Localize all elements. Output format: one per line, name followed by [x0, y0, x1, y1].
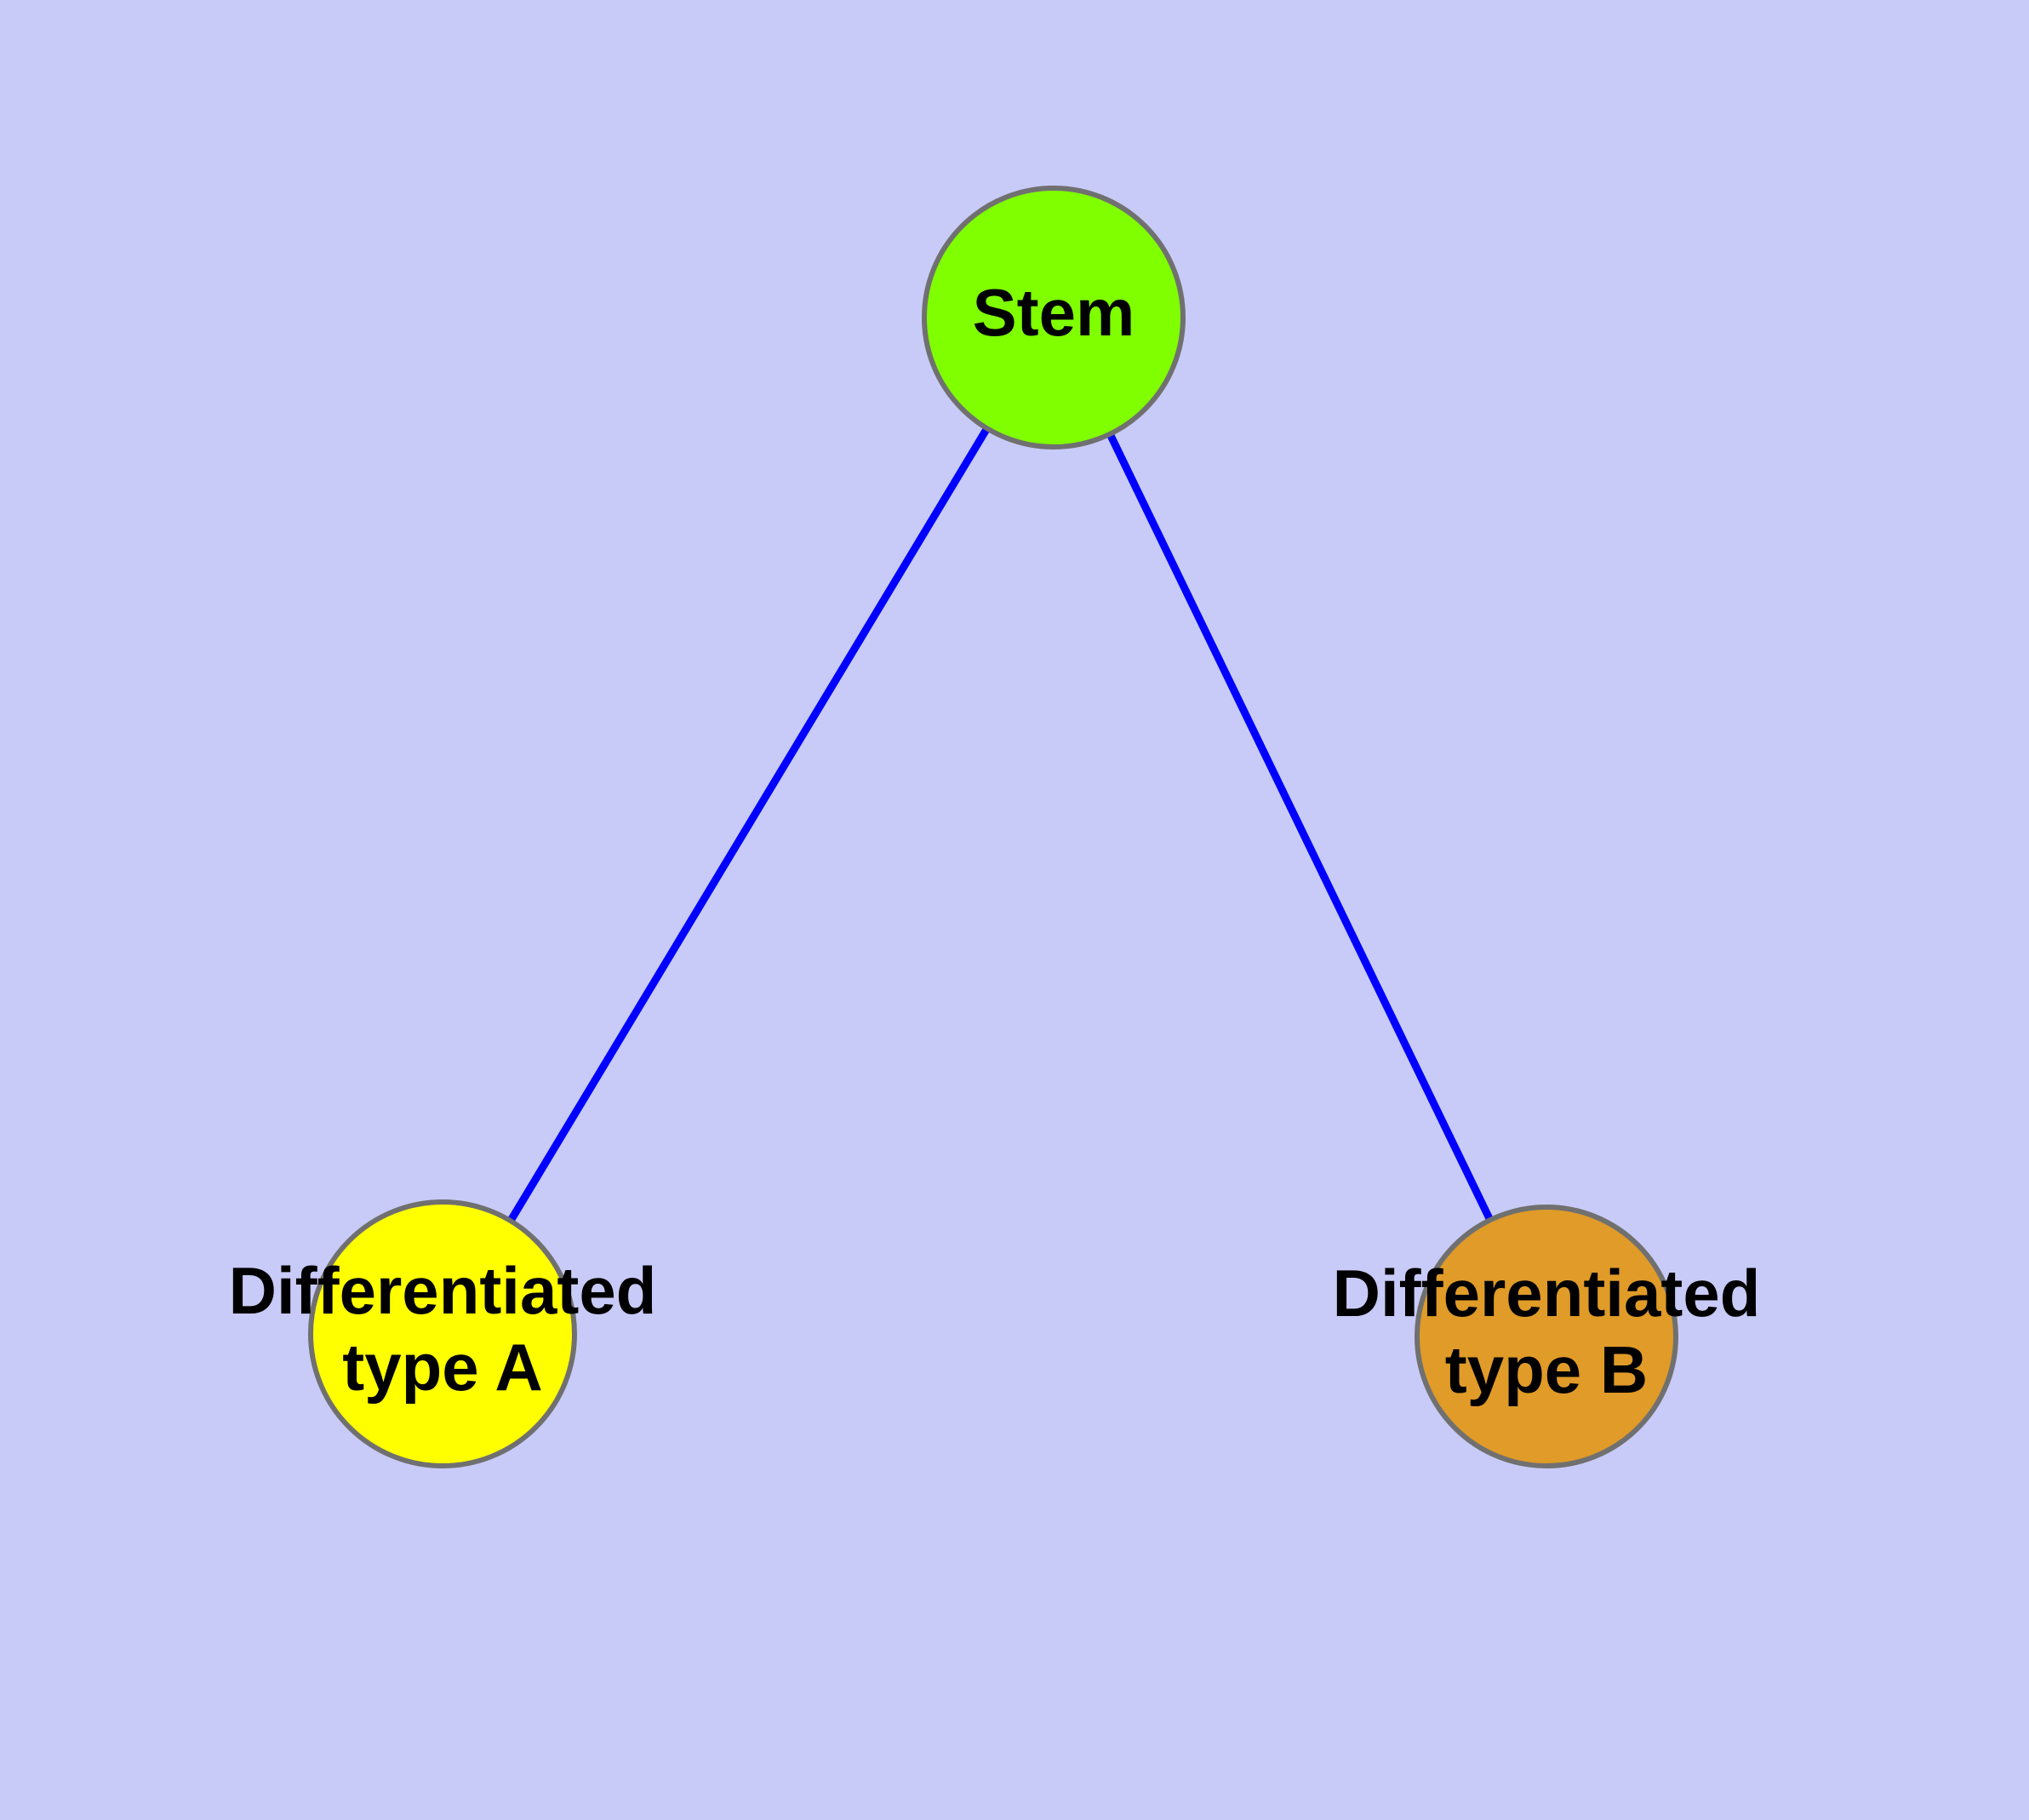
graph-edge: [1106, 431, 1495, 1223]
graph-node-stem[interactable]: Stem: [922, 186, 1186, 449]
node-circle-stem[interactable]: [922, 186, 1186, 449]
node-label-line: type A: [342, 1330, 543, 1405]
node-circle-diff_b[interactable]: [1415, 1205, 1678, 1468]
node-label-line: Differentiated: [1333, 1255, 1761, 1330]
node-label-line: type B: [1445, 1332, 1648, 1407]
node-label-line: Stem: [973, 275, 1135, 350]
node-label-line: Differentiated: [229, 1252, 657, 1327]
node-circle-diff_a[interactable]: [308, 1199, 577, 1468]
edge-layer: [506, 425, 1495, 1225]
node-label-stem: Stem: [973, 275, 1135, 350]
graph-edge: [506, 425, 992, 1225]
